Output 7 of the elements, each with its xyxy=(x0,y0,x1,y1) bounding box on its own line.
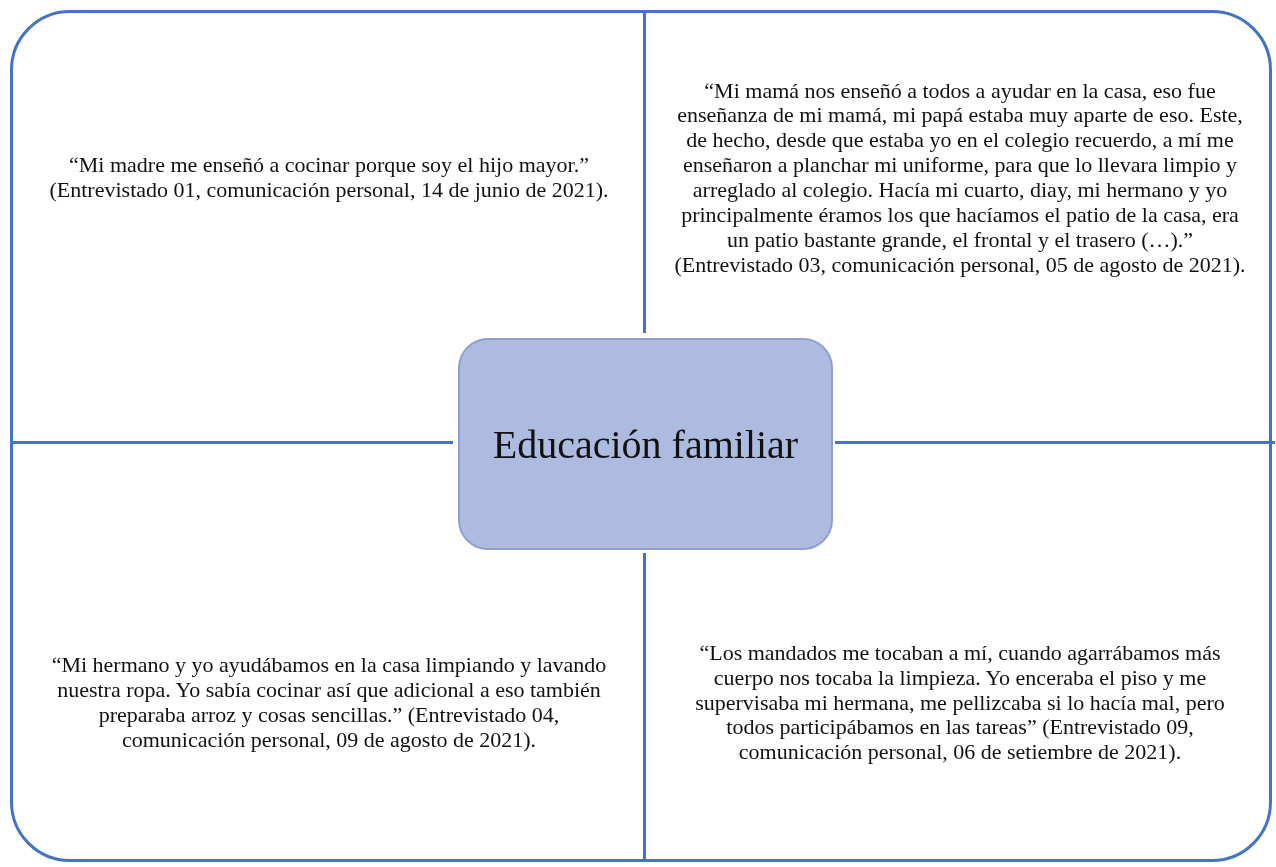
frame-box xyxy=(10,10,1272,862)
quote-text: “Los mandados me tocaban a mí, cuando agarrábamos más cuerpo nos tocaba la limpieza. Yo enceraba el piso y me supervisaba mi hermana, me pellizcaba si lo hacía mal, pero todos participábamos en las tareas” (Entrevistado 09, comunicación personal, 06 de setiembre de 2021). xyxy=(694,640,1226,766)
quote-text: “Mi madre me enseñó a cocinar porque soy el hijo mayor.” (Entrevistado 01, comunicación personal, 14 de junio de 2021). xyxy=(48,153,610,203)
topic-box xyxy=(458,338,833,550)
quote-text: “Mi hermano y yo ayudábamos en la casa limpiando y lavando nuestra ropa. Yo sabía cocinar así que adicional a eso también preparaba arroz y cosas sencillas.” (Entrevistado 04, comunicación personal, 09 de agosto de 2021). xyxy=(50,653,608,753)
topic-label: Educación familiar xyxy=(492,420,799,468)
quote-text: “Mi mamá nos enseñó a todos a ayudar en la casa, eso fue enseñanza de mi mamá, mi papá estaba muy aparte de eso. Este, de hecho, desde que estaba yo en el colegio recuerdo, a mí me enseñaron a planchar mi uniforme, para que lo llevara limpio y arreglado al colegio. Hacía mi cuarto, diay, mi hermano y yo principalmente éramos los que hacíamos el patio de la casa, era un patio bastante grande, el frontal y el trasero (…).” (Entrevistado 03, comunicación personal, 05 de agosto de 2021). xyxy=(673,78,1247,278)
